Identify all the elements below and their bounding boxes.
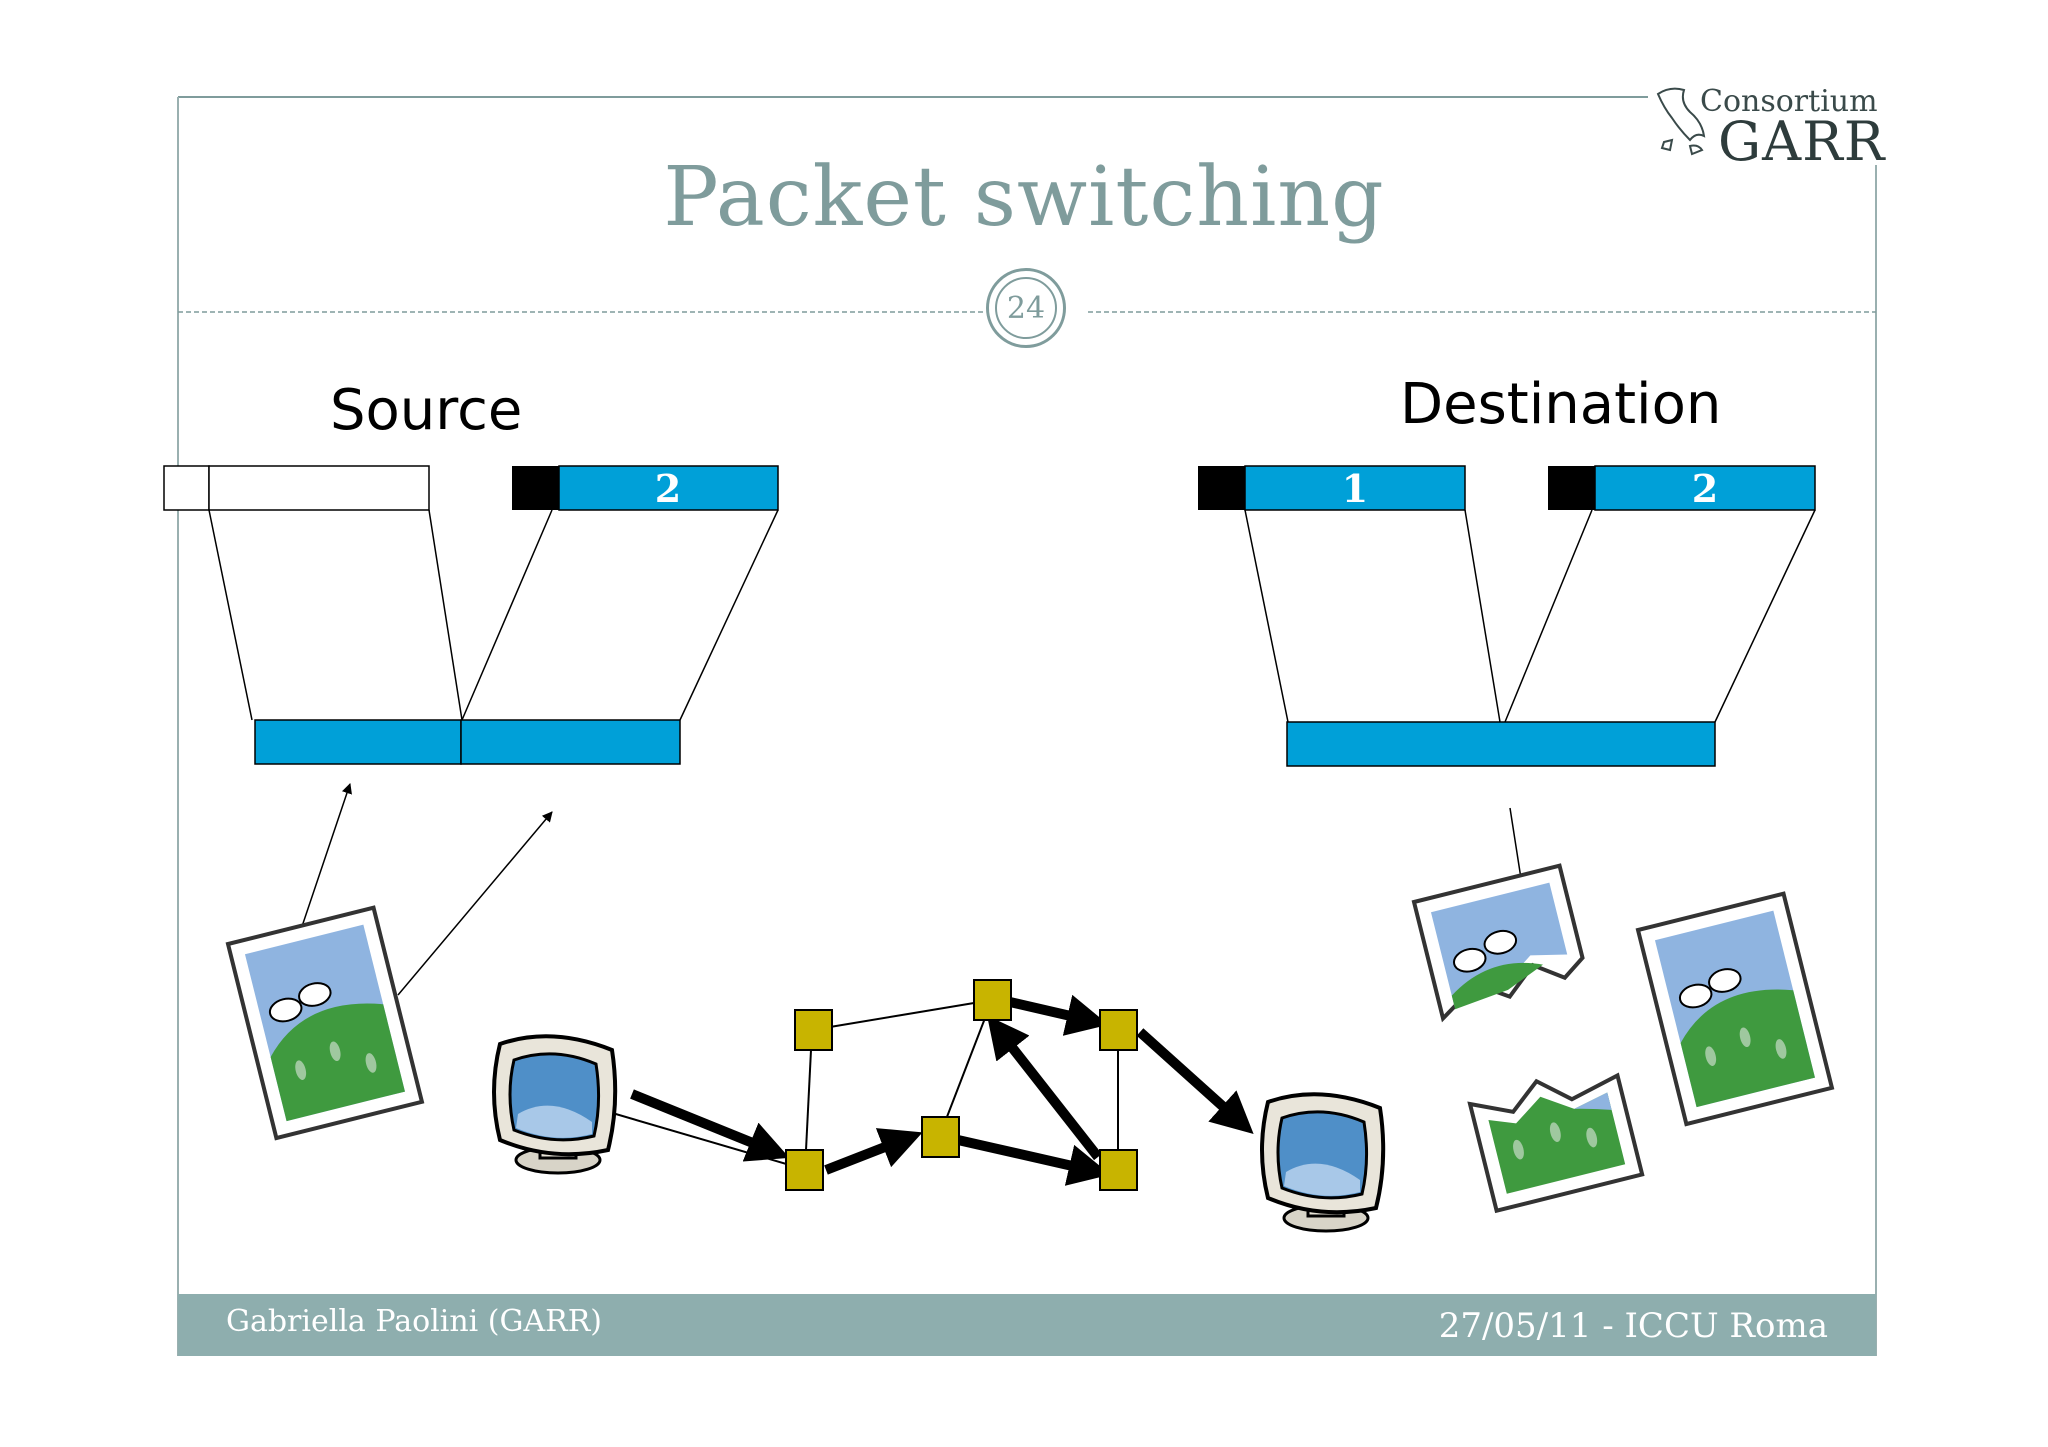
slide-title: Packet switching	[663, 150, 1385, 245]
router-node	[973, 979, 1012, 1021]
routers	[785, 979, 1138, 1191]
logo-main-text: GARR	[1718, 110, 1886, 173]
source-packet-2-number: 2	[655, 466, 681, 511]
router-node	[785, 1149, 824, 1191]
italy-map-icon	[1656, 87, 1706, 156]
source-label: Source	[330, 378, 523, 443]
source-computer-icon	[492, 1034, 618, 1175]
source-packets	[163, 465, 779, 996]
footer-author: Gabriella Paolini (GARR)	[226, 1304, 602, 1339]
dest-image-reassembled-icon	[1635, 891, 1835, 1127]
footer-bar: Gabriella Paolini (GARR) 27/05/11 - ICCU…	[178, 1294, 1876, 1356]
source-header-empty	[163, 465, 210, 511]
logo-top-text: Consortium	[1700, 84, 1878, 119]
source-message-part-2	[460, 719, 681, 765]
destination-label: Destination	[1400, 372, 1722, 437]
page-number: 24	[995, 277, 1057, 339]
garr-logo: Consortium GARR	[1650, 80, 1890, 173]
dest-message-reassembled	[1286, 721, 1716, 767]
dest-packet-2-body	[1594, 465, 1816, 511]
dest-image-fragment-top-icon	[1411, 863, 1585, 1023]
destination-packets	[1198, 465, 1816, 886]
dest-packet-2-number: 2	[1692, 466, 1718, 511]
page-number-badge: 24	[986, 268, 1066, 348]
dest-packet-1-header	[1198, 466, 1245, 510]
router-node	[1099, 1009, 1138, 1051]
dest-packet-2-header	[1548, 466, 1595, 510]
footer-date-event: 27/05/11 - ICCU Roma	[1438, 1306, 1828, 1346]
router-node	[1099, 1149, 1138, 1191]
source-image-icon	[225, 905, 425, 1141]
router-node	[921, 1116, 960, 1158]
destination-computer-icon	[1260, 1092, 1386, 1233]
dest-packet-1-body	[1244, 465, 1466, 511]
packet-route-arrows	[630, 994, 1254, 1186]
source-message-part-1	[254, 719, 462, 765]
source-packet-2-body	[558, 465, 779, 511]
source-packet-2-header	[512, 466, 559, 510]
router-node	[794, 1009, 833, 1051]
dest-image-fragment-bottom-icon	[1467, 1072, 1645, 1214]
dest-packet-1-number: 1	[1342, 466, 1368, 511]
slide-frame	[177, 96, 1877, 1356]
source-packet-1-sent	[208, 465, 430, 511]
